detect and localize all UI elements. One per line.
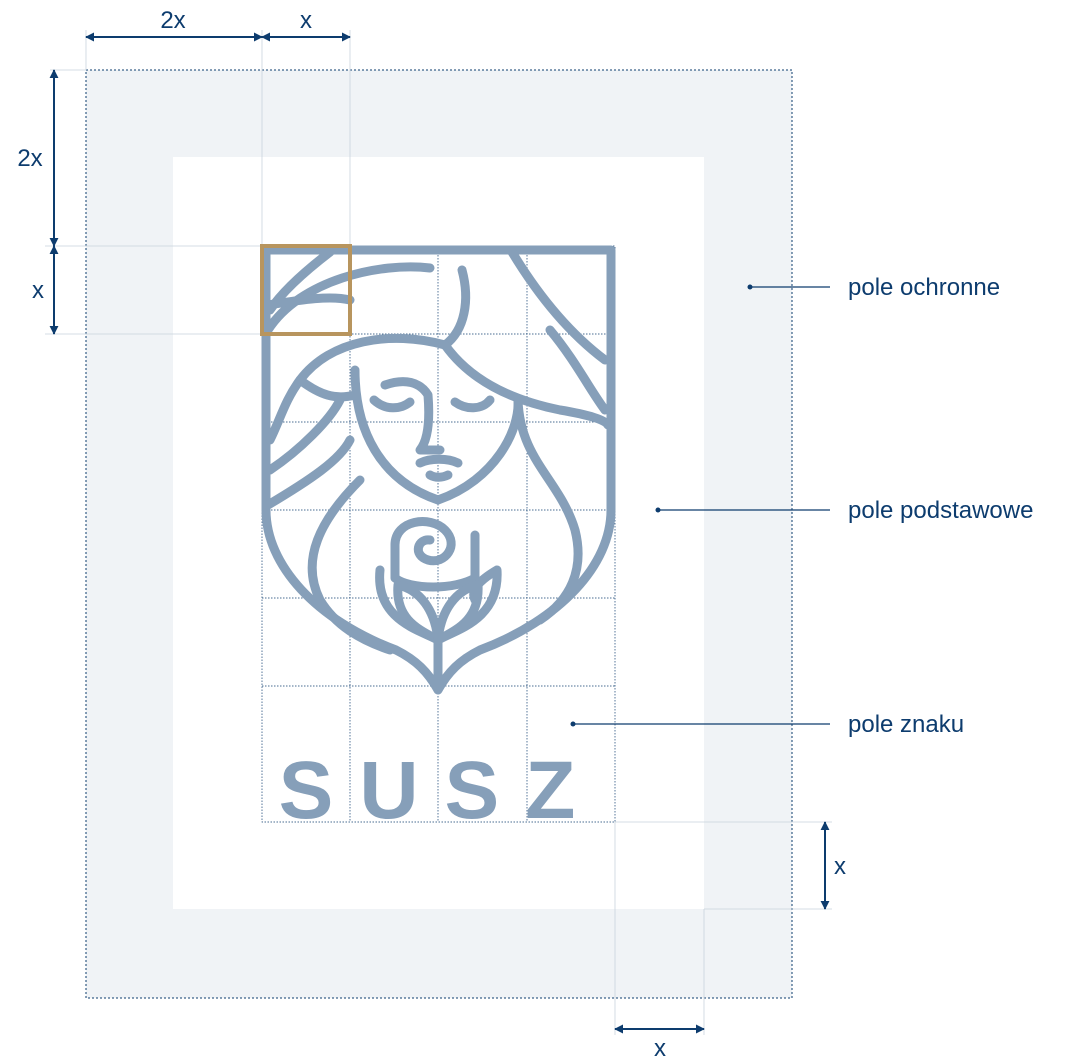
bottom-x-label: x — [654, 1035, 666, 1057]
callout-base-field: pole podstawowe — [848, 497, 1033, 524]
reference-square-x — [260, 244, 352, 336]
hair-arc — [263, 262, 435, 335]
left-2x-label: 2x — [17, 145, 42, 172]
leaf-left — [393, 580, 443, 645]
dimension-arrows — [49, 32, 830, 1034]
rose-spiral — [390, 517, 456, 566]
susz-emblem — [261, 245, 616, 695]
callout-leaders — [570, 284, 830, 727]
logo-wordmark: SUSZ — [279, 745, 602, 836]
callout-protective-field: pole ochronne — [848, 274, 1000, 301]
top-2x-label: 2x — [160, 7, 185, 34]
eye-left — [369, 395, 415, 413]
mouth — [415, 454, 463, 468]
right-x-label: x — [834, 853, 846, 880]
leaf-right — [433, 580, 483, 645]
callout-sign-field: pole znaku — [848, 711, 964, 738]
top-x-label: x — [300, 7, 312, 34]
left-x-label: x — [32, 277, 44, 304]
eye-right — [450, 395, 495, 413]
face-outline — [350, 365, 523, 505]
hair-left — [265, 333, 450, 445]
